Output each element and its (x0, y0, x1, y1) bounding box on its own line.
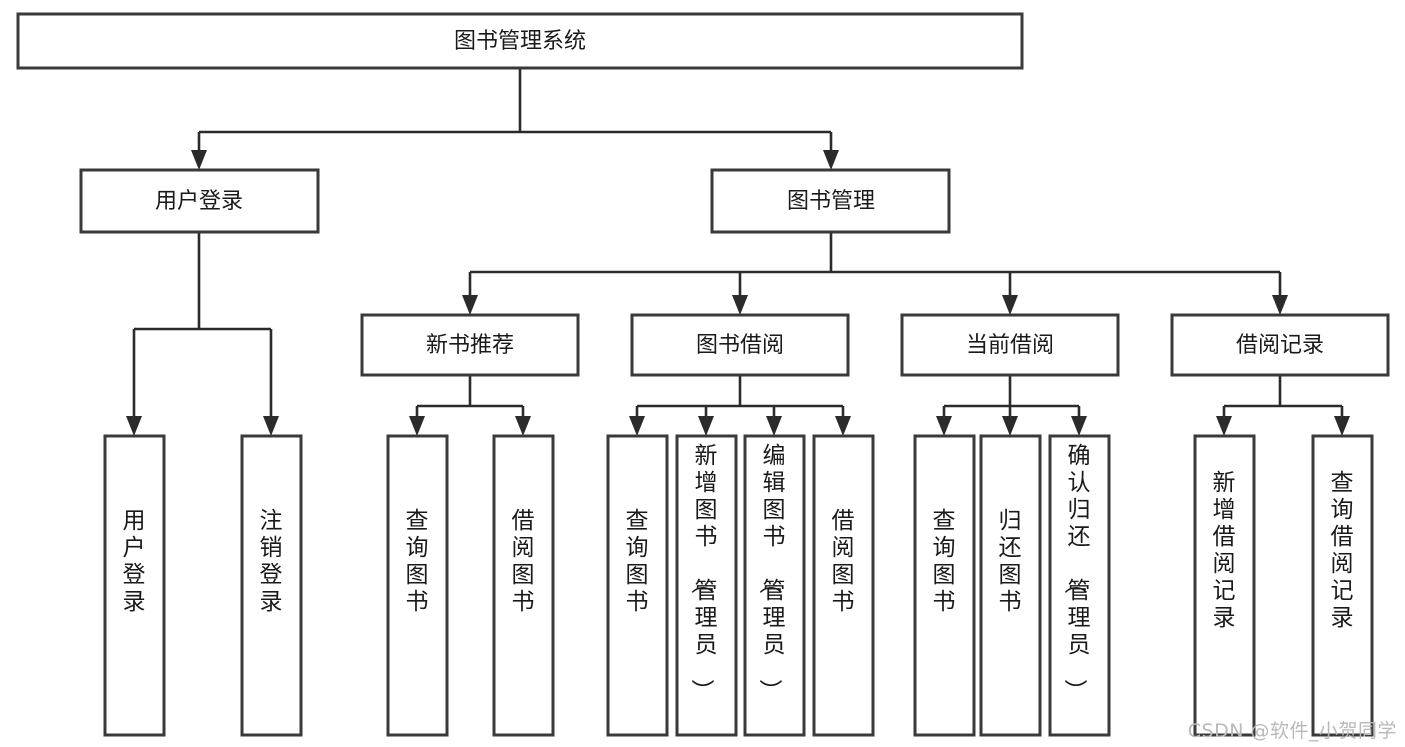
node-user-login-label: 用户登录 (155, 189, 243, 214)
node-leaf-confirm-return-box[interactable] (1048, 434, 1111, 737)
node-leaf-borrow-book-2-label: 借阅图书 (832, 508, 855, 615)
node-new-book-rec-box[interactable] (360, 313, 580, 377)
node-leaf-edit-book-label: 编辑图书（管理员） (757, 443, 786, 702)
node-leaf-query-book-1[interactable]: 查询图书 (386, 434, 449, 737)
arrowhead-nbr-leaf-2 (515, 416, 531, 436)
node-leaf-borrow-book-1-label: 借阅图书 (512, 508, 535, 615)
node-user-login[interactable]: 用户登录 (79, 168, 320, 234)
node-leaf-user-logout-box[interactable] (240, 434, 303, 737)
node-book-borrow-label: 图书借阅 (696, 333, 784, 358)
node-new-book-rec[interactable]: 新书推荐 (360, 313, 580, 377)
node-leaf-add-book-label: 新增图书（管理员） (689, 443, 718, 702)
node-leaf-query-book-2-label: 查询图书 (626, 508, 649, 615)
node-leaf-add-record[interactable]: 新增借阅记录 (1193, 434, 1256, 737)
node-leaf-add-record-box[interactable] (1193, 434, 1256, 737)
node-book-manage-box[interactable] (710, 168, 951, 234)
node-leaf-return-book-box[interactable] (979, 434, 1042, 737)
arrowhead-book-borrow (732, 295, 748, 315)
csdn-watermark: CSDN @软件_小贺同学 (1187, 720, 1397, 742)
arrowhead-bb-leaf-1 (629, 416, 645, 436)
node-book-borrow[interactable]: 图书借阅 (630, 313, 850, 377)
node-leaf-add-book-box[interactable] (675, 434, 738, 737)
node-leaf-borrow-book-2[interactable]: 借阅图书 (812, 434, 875, 737)
node-leaf-borrow-book-1-box[interactable] (492, 434, 555, 737)
arrowhead-bb-leaf-3 (766, 416, 782, 436)
connector-layer (126, 68, 1350, 436)
node-leaf-add-book[interactable]: 新增图书（管理员） (675, 434, 738, 737)
arrowhead-borrow-record (1272, 295, 1288, 315)
node-current-borrow[interactable]: 当前借阅 (900, 313, 1120, 377)
node-borrow-record[interactable]: 借阅记录 (1170, 313, 1390, 377)
node-borrow-record-box[interactable] (1170, 313, 1390, 377)
node-leaf-query-book-3-label: 查询图书 (933, 508, 956, 615)
node-root-box[interactable] (16, 12, 1024, 70)
arrowhead-br-leaf-1 (1216, 416, 1232, 436)
node-leaf-query-book-1-box[interactable] (386, 434, 449, 737)
arrowhead-leaf-user-login (126, 416, 142, 436)
node-leaf-user-login-label: 用户登录 (123, 508, 146, 615)
node-current-borrow-label: 当前借阅 (966, 333, 1054, 358)
node-leaf-confirm-return[interactable]: 确认归还（管理员） (1048, 434, 1111, 737)
node-leaf-return-book[interactable]: 归还图书 (979, 434, 1042, 737)
node-book-manage[interactable]: 图书管理 (710, 168, 951, 234)
node-leaf-borrow-book-2-box[interactable] (812, 434, 875, 737)
arrowhead-leaf-user-logout (263, 416, 279, 436)
node-leaf-user-login-box[interactable] (103, 434, 166, 737)
node-borrow-record-label: 借阅记录 (1236, 333, 1324, 358)
node-leaf-return-book-label: 归还图书 (999, 508, 1022, 615)
node-leaf-user-login[interactable]: 用户登录 (103, 434, 166, 737)
node-leaf-query-record-box[interactable] (1311, 434, 1374, 737)
node-leaf-add-record-label: 新增借阅记录 (1213, 470, 1236, 631)
arrowhead-bb-leaf-4 (835, 416, 851, 436)
arrowhead-new-book-rec (462, 295, 478, 315)
arrowhead-nbr-leaf-1 (409, 416, 425, 436)
arrowhead-user-login (191, 150, 207, 170)
node-leaf-query-record[interactable]: 查询借阅记录 (1311, 434, 1374, 737)
node-leaf-user-logout[interactable]: 注销登录 (240, 434, 303, 737)
node-leaf-query-book-3-box[interactable] (913, 434, 976, 737)
arrowhead-cb-leaf-2 (1002, 416, 1018, 436)
arrowhead-cb-leaf-3 (1071, 416, 1087, 436)
arrowhead-br-leaf-2 (1334, 416, 1350, 436)
arrowhead-book-manage (823, 150, 839, 170)
node-root[interactable]: 图书管理系统 (16, 12, 1024, 70)
node-leaf-confirm-return-label: 确认归还（管理员） (1062, 443, 1091, 702)
node-user-login-box[interactable] (79, 168, 320, 234)
node-leaf-query-book-3[interactable]: 查询图书 (913, 434, 976, 737)
node-new-book-rec-label: 新书推荐 (426, 333, 514, 358)
node-leaf-borrow-book-1[interactable]: 借阅图书 (492, 434, 555, 737)
node-leaf-query-book-1-label: 查询图书 (406, 508, 429, 615)
node-book-manage-label: 图书管理 (787, 189, 875, 214)
node-root-label: 图书管理系统 (454, 29, 586, 54)
node-leaf-user-logout-label: 注销登录 (260, 508, 283, 615)
node-leaf-query-book-2[interactable]: 查询图书 (606, 434, 669, 737)
arrowhead-cb-leaf-1 (936, 416, 952, 436)
arrowhead-bb-leaf-2 (698, 416, 714, 436)
node-leaf-edit-book[interactable]: 编辑图书（管理员） (743, 434, 806, 737)
node-book-borrow-box[interactable] (630, 313, 850, 377)
arrowhead-current-borrow (1002, 295, 1018, 315)
node-current-borrow-box[interactable] (900, 313, 1120, 377)
node-leaf-query-book-2-box[interactable] (606, 434, 669, 737)
node-leaf-edit-book-box[interactable] (743, 434, 806, 737)
node-leaf-query-record-label: 查询借阅记录 (1331, 470, 1354, 631)
